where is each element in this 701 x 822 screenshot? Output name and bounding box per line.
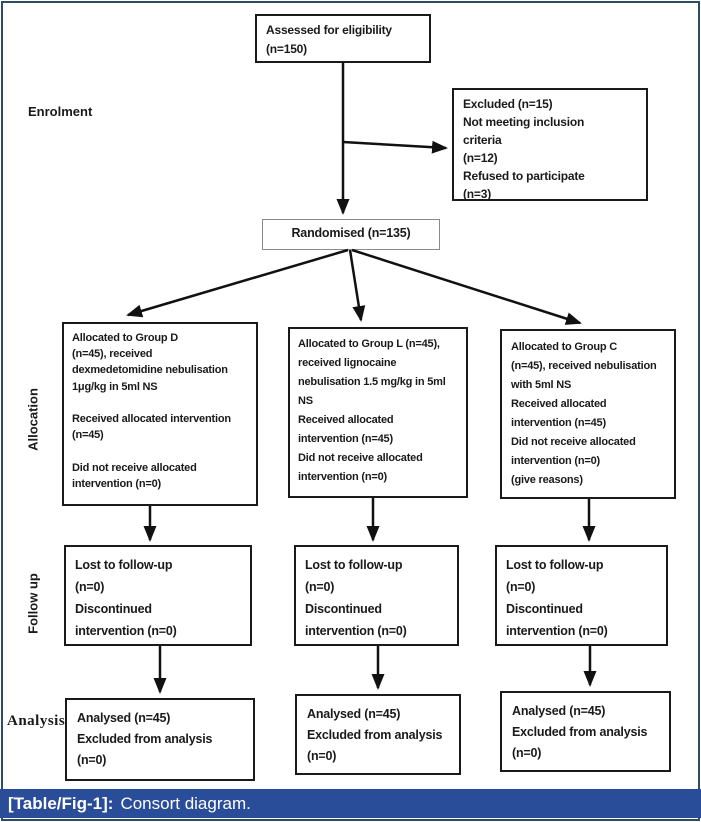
arrow-to-excluded	[342, 140, 448, 154]
box-analysed-group-c: Analysed (n=45) Excluded from analysis (…	[500, 691, 671, 772]
arrow-randomised-to-group-l	[348, 249, 366, 322]
box-analysed-group-d: Analysed (n=45) Excluded from analysis (…	[65, 698, 255, 781]
box-assessed-for-eligibility: Assessed for eligibility (n=150)	[255, 14, 431, 63]
figure-caption-bar: [Table/Fig-1]: Consort diagram.	[0, 789, 701, 818]
figure-caption-label: [Table/Fig-1]:	[8, 793, 114, 813]
arrow-randomised-to-group-c	[351, 248, 582, 325]
stage-label-followup: Follow up	[25, 573, 41, 634]
box-allocated-group-d: Allocated to Group D (n=45), received de…	[62, 322, 258, 506]
box-analysed-group-l: Analysed (n=45) Excluded from analysis (…	[295, 694, 461, 775]
arrow-randomised-to-group-d	[126, 248, 349, 318]
box-followup-group-c: Lost to follow-up (n=0) Discontinued int…	[495, 545, 668, 646]
stage-label-enrolment: Enrolment	[28, 104, 93, 119]
box-randomised: Randomised (n=135)	[262, 219, 440, 250]
figure-caption-text: Consort diagram.	[120, 793, 251, 813]
stage-label-analysis: Analysis	[7, 713, 66, 729]
box-excluded: Excluded (n=15) Not meeting inclusion cr…	[452, 88, 648, 201]
box-allocated-group-l: Allocated to Group L (n=45), received li…	[288, 327, 468, 498]
stage-label-allocation: Allocation	[25, 388, 41, 451]
box-allocated-group-c: Allocated to Group C (n=45), received ne…	[500, 329, 676, 499]
box-followup-group-d: Lost to follow-up (n=0) Discontinued int…	[64, 545, 252, 646]
box-followup-group-l: Lost to follow-up (n=0) Discontinued int…	[294, 545, 459, 646]
